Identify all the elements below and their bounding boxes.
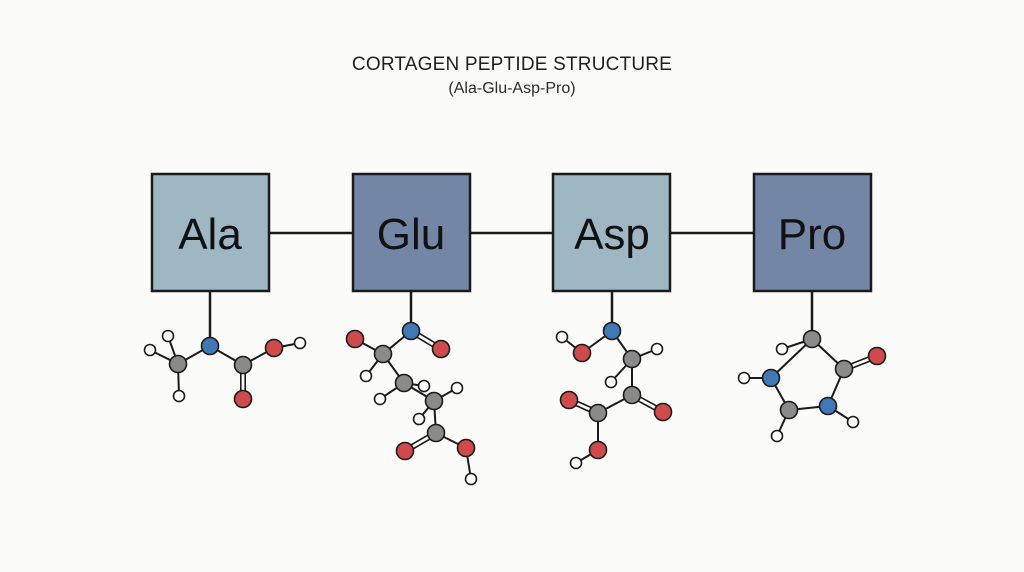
carbon-atom bbox=[779, 400, 799, 420]
hydrogen-atom bbox=[450, 381, 464, 395]
residue-box bbox=[150, 172, 271, 293]
nitrogen-atom bbox=[200, 336, 220, 356]
hydrogen-atom bbox=[373, 392, 387, 406]
backbone-bonds bbox=[208, 231, 814, 344]
oxygen-atom bbox=[264, 338, 284, 358]
hydrogen-atom bbox=[172, 389, 186, 403]
carbon-atom bbox=[802, 329, 822, 349]
residue-label: Pro bbox=[778, 210, 846, 259]
hydrogen-atom bbox=[143, 343, 157, 357]
hydrogen-atom bbox=[846, 415, 860, 429]
hydrogen-atom bbox=[569, 456, 583, 470]
carbon-atom bbox=[588, 403, 608, 423]
oxygen-atom bbox=[345, 329, 365, 349]
hydrogen-atom bbox=[775, 342, 789, 356]
carbon-atom bbox=[424, 391, 444, 411]
oxygen-atom bbox=[431, 339, 451, 359]
nitrogen-atom bbox=[818, 396, 838, 416]
oxygen-atom bbox=[233, 389, 253, 409]
carbon-atom bbox=[168, 354, 188, 374]
pro-molecule bbox=[737, 329, 887, 443]
diagram-title: CORTAGEN PEPTIDE STRUCTURE bbox=[351, 54, 673, 75]
oxygen-atom bbox=[395, 441, 415, 461]
carbon-atom bbox=[834, 359, 854, 379]
carbon-atom bbox=[622, 349, 642, 369]
carbon-atom bbox=[373, 344, 393, 364]
residue-label: Asp bbox=[574, 210, 650, 259]
residue-pro: Pro bbox=[752, 172, 873, 293]
oxygen-atom bbox=[588, 440, 608, 460]
hydrogen-atom bbox=[412, 412, 426, 426]
carbon-atom bbox=[394, 373, 414, 393]
residue-box bbox=[752, 172, 873, 293]
diagram-subtitle: (Ala-Glu-Asp-Pro) bbox=[448, 80, 576, 97]
oxygen-atom bbox=[867, 346, 887, 366]
residue-label: Glu bbox=[377, 210, 445, 259]
carbon-atom bbox=[233, 355, 253, 375]
residue-label: Ala bbox=[178, 210, 242, 259]
carbon-atom bbox=[426, 423, 446, 443]
residue-box bbox=[351, 172, 472, 293]
residue-asp: Asp bbox=[551, 172, 672, 293]
hydrogen-atom bbox=[359, 369, 373, 383]
bond bbox=[770, 338, 813, 379]
nitrogen-atom bbox=[401, 321, 421, 341]
oxygen-atom bbox=[456, 438, 476, 458]
oxygen-atom bbox=[653, 402, 673, 422]
carbon-atom bbox=[622, 385, 642, 405]
ala-molecule bbox=[143, 329, 307, 409]
nitrogen-atom bbox=[602, 321, 622, 341]
asp-molecule bbox=[555, 321, 673, 470]
hydrogen-atom bbox=[555, 330, 569, 344]
residue-box bbox=[551, 172, 672, 293]
hydrogen-atom bbox=[770, 429, 784, 443]
hydrogen-atom bbox=[737, 371, 751, 385]
residue-ala: Ala bbox=[150, 172, 271, 293]
hydrogen-atom bbox=[417, 379, 431, 393]
hydrogen-atom bbox=[650, 342, 664, 356]
nitrogen-atom bbox=[761, 368, 781, 388]
hydrogen-atom bbox=[464, 472, 478, 486]
residue-glu: Glu bbox=[351, 172, 472, 293]
glu-molecule bbox=[345, 321, 478, 486]
oxygen-atom bbox=[572, 343, 592, 363]
hydrogen-atom bbox=[604, 375, 618, 389]
hydrogen-atom bbox=[293, 336, 307, 350]
hydrogen-atom bbox=[161, 329, 175, 343]
oxygen-atom bbox=[559, 390, 579, 410]
